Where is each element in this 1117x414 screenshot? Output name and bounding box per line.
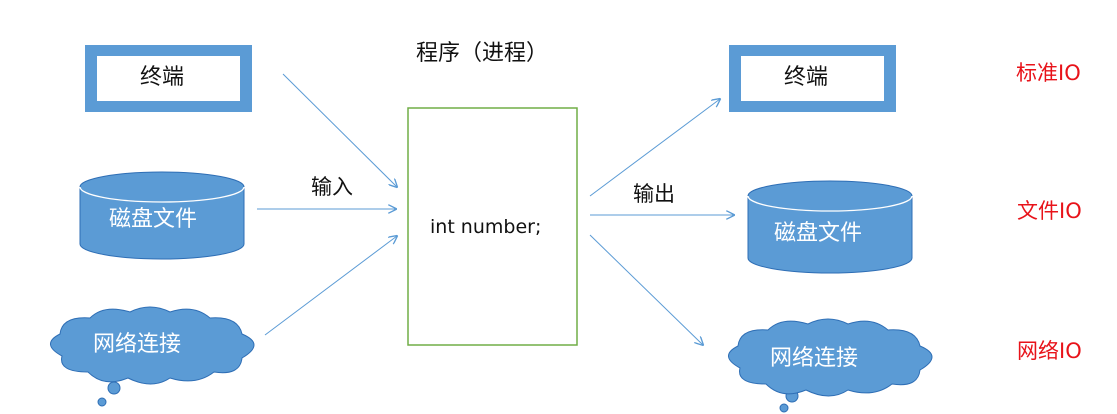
- input-arrows: [257, 73, 397, 336]
- target-terminal-label: 终端: [784, 65, 829, 90]
- category-file-io: 文件IO: [1017, 199, 1082, 223]
- input-label: 输入: [311, 175, 353, 199]
- program-title: 程序（进程）: [416, 41, 549, 66]
- category-standard-io: 标准IO: [1016, 61, 1081, 85]
- target-disk-cylinder: [747, 180, 913, 274]
- source-disk-cylinder: [79, 171, 245, 260]
- output-arrows: [589, 99, 734, 345]
- source-disk-label: 磁盘文件: [109, 207, 198, 232]
- category-network-io: 网络IO: [1017, 339, 1082, 363]
- source-network-cloud: [50, 306, 255, 407]
- source-terminal-label: 终端: [140, 65, 185, 90]
- target-terminal-box: [729, 45, 896, 112]
- target-network-cloud: [728, 318, 933, 413]
- program-code: int number;: [430, 216, 542, 238]
- program-box: [407, 107, 578, 346]
- output-label: 输出: [633, 182, 675, 206]
- target-network-label: 网络连接: [770, 346, 859, 371]
- source-terminal-box: [85, 45, 252, 112]
- target-disk-label: 磁盘文件: [774, 221, 863, 246]
- source-network-label: 网络连接: [93, 332, 182, 357]
